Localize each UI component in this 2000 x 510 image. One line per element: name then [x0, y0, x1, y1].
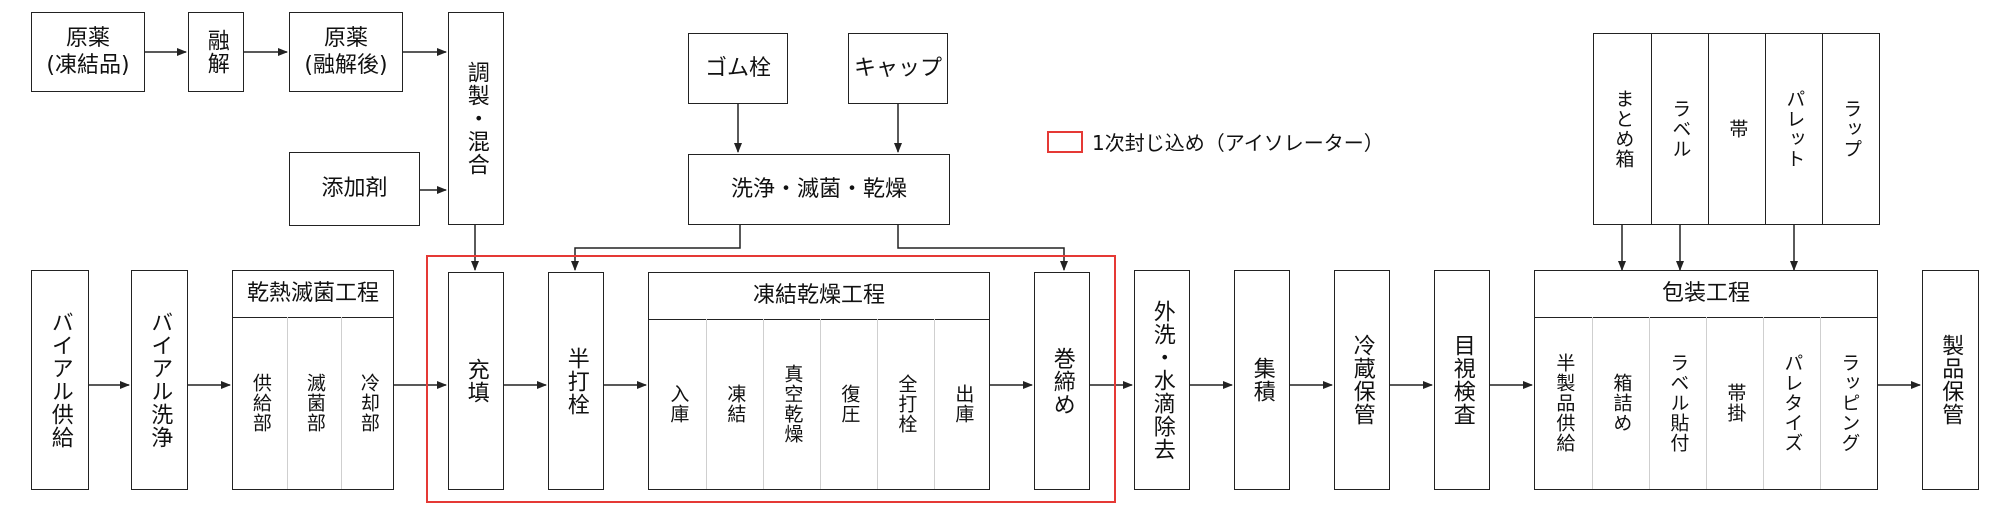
thaw-box: 融解 [188, 12, 244, 92]
dry-heat-step-cool: 冷却部 [357, 373, 380, 433]
vial-wash-box: バイアル洗浄 [131, 270, 188, 490]
product-storage-box: 製品保管 [1922, 270, 1979, 490]
mix-box: 調製・混合 [448, 12, 504, 225]
freeze-dry-step-repressurize: 復圧 [838, 384, 861, 424]
packaging-materials-stack: まとめ箱 ラベル 帯 パレット ラップ [1593, 33, 1880, 225]
cap-box: キャップ [848, 33, 948, 104]
isolator-legend-label: 1次封じ込め（アイソレーター） [1092, 131, 1384, 155]
freeze-dry-title: 凍結乾燥工程 [649, 273, 989, 320]
dry-heat-sterilization-group: 乾熱滅菌工程 供給部 滅菌部 冷却部 [232, 270, 394, 490]
material-pallet: パレット [1783, 89, 1806, 169]
packaging-step-semi-product-supply: 半製品供給 [1553, 353, 1576, 453]
packaging-step-labeling: ラベル貼付 [1667, 353, 1690, 453]
dry-heat-title: 乾熱滅菌工程 [233, 271, 393, 318]
visual-inspection-box: 目視検査 [1434, 270, 1490, 490]
freeze-dry-group: 凍結乾燥工程 入庫 凍結 真空乾燥 復圧 全打栓 出庫 [648, 272, 990, 490]
vial-supply-box: バイアル供給 [31, 270, 89, 490]
wash-sterilize-dry-box: 洗浄・滅菌・乾燥 [688, 154, 950, 225]
isolator-legend-swatch [1047, 131, 1083, 153]
additive-box: 添加剤 [289, 152, 420, 226]
packaging-step-palletize: パレタイズ [1781, 353, 1804, 453]
isolator-boundary [426, 255, 1116, 503]
arrow-wash-to-half-stopper [571, 225, 741, 271]
freeze-dry-step-vacuum-dry: 真空乾燥 [781, 364, 804, 444]
raw-material-frozen-box: 原薬 (凍結品) [31, 12, 145, 92]
material-band: 帯 [1726, 119, 1749, 139]
packaging-step-boxing: 箱詰め [1610, 373, 1633, 433]
fill-box: 充填 [448, 272, 504, 490]
freeze-dry-step-full-stopper: 全打栓 [895, 374, 918, 434]
freeze-dry-step-unload: 出庫 [952, 384, 975, 424]
external-wash-box: 外洗・水滴除去 [1134, 270, 1190, 490]
packaging-step-wrapping: ラッピング [1838, 353, 1861, 453]
freeze-dry-step-load: 入庫 [667, 384, 690, 424]
packaging-group: 包装工程 半製品供給 箱詰め ラベル貼付 帯掛 パレタイズ ラッピング [1534, 270, 1878, 490]
dry-heat-step-supply: 供給部 [249, 373, 272, 433]
packaging-title: 包装工程 [1535, 271, 1877, 318]
packaging-step-banding: 帯掛 [1724, 383, 1747, 423]
rubber-stopper-box: ゴム栓 [688, 33, 788, 104]
accumulate-box: 集積 [1234, 270, 1290, 490]
dry-heat-step-sterilize: 滅菌部 [303, 373, 326, 433]
arrow-wash-to-crimp [897, 225, 1068, 271]
raw-material-thawed-box: 原薬 (融解後) [289, 12, 403, 92]
cold-storage-box: 冷蔵保管 [1334, 270, 1390, 490]
half-stopper-box: 半打栓 [548, 272, 604, 490]
crimp-box: 巻締め [1034, 272, 1090, 490]
material-label: ラベル [1669, 99, 1692, 159]
freeze-dry-step-freeze: 凍結 [724, 384, 747, 424]
material-wrap: ラップ [1840, 99, 1863, 159]
material-bundle-box: まとめ箱 [1612, 89, 1635, 169]
